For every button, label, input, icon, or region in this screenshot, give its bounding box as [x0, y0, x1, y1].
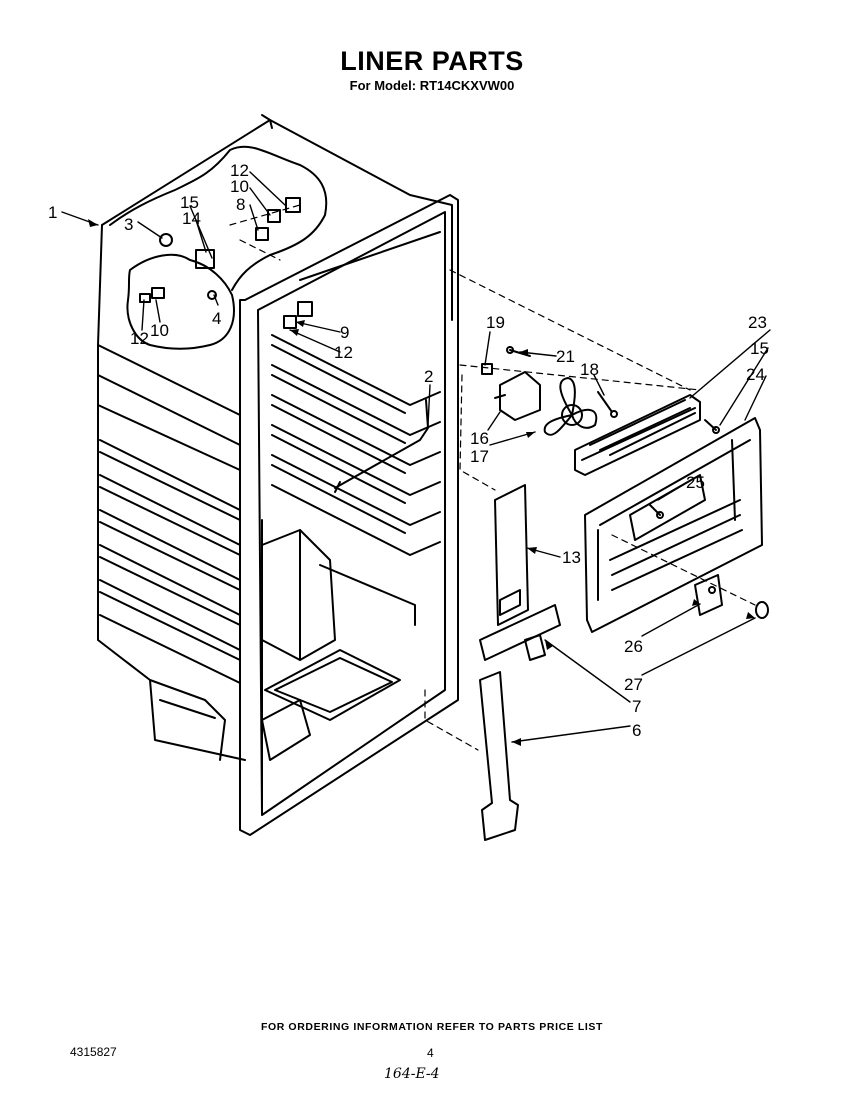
callout-label: 10 — [230, 177, 249, 196]
callout-label: 21 — [556, 347, 575, 366]
callout-label: 7 — [632, 697, 641, 716]
callout-label: 16 — [470, 429, 489, 448]
arrowheads — [88, 219, 755, 746]
model-subtitle: For Model: RT14CKXVW00 — [349, 78, 515, 93]
callout-numbers: 1 3 15 14 12 10 8 4 12 10 9 12 2 19 21 1… — [48, 161, 769, 740]
page-number: 4 — [427, 1046, 434, 1060]
callout-label: 6 — [632, 721, 641, 740]
evaporator-cover-parts — [229, 204, 769, 841]
handwritten-code: 164-E-4 — [384, 1066, 440, 1082]
callout-label: 15 — [750, 339, 769, 358]
callout-label: 14 — [182, 209, 201, 228]
callout-label: 19 — [486, 313, 505, 332]
callout-label: 23 — [748, 313, 767, 332]
callout-label: 18 — [580, 360, 599, 379]
cabinet-liner — [97, 114, 459, 836]
callout-label: 27 — [624, 675, 643, 694]
callout-label: 13 — [562, 548, 581, 567]
diagram-title: LINER PARTS — [340, 46, 524, 76]
callout-label: 8 — [236, 195, 245, 214]
leader-lines — [61, 171, 771, 743]
callout-label: 25 — [686, 473, 705, 492]
callout-label: 10 — [150, 321, 169, 340]
callout-label: 2 — [424, 367, 433, 386]
callout-label: 26 — [624, 637, 643, 656]
callout-label: 12 — [230, 161, 249, 180]
callout-label: 4 — [212, 309, 221, 328]
callout-label: 15 — [180, 193, 199, 212]
callout-label: 9 — [340, 323, 349, 342]
callout-label: 3 — [124, 215, 133, 234]
callout-label: 1 — [48, 203, 57, 222]
callout-label: 17 — [470, 447, 489, 466]
callout-label: 12 — [334, 343, 353, 362]
ordering-info-note: FOR ORDERING INFORMATION REFER TO PARTS … — [260, 1021, 604, 1033]
callout-label: 24 — [746, 365, 765, 384]
document-number: 4315827 — [70, 1045, 117, 1059]
callout-label: 12 — [130, 329, 149, 348]
